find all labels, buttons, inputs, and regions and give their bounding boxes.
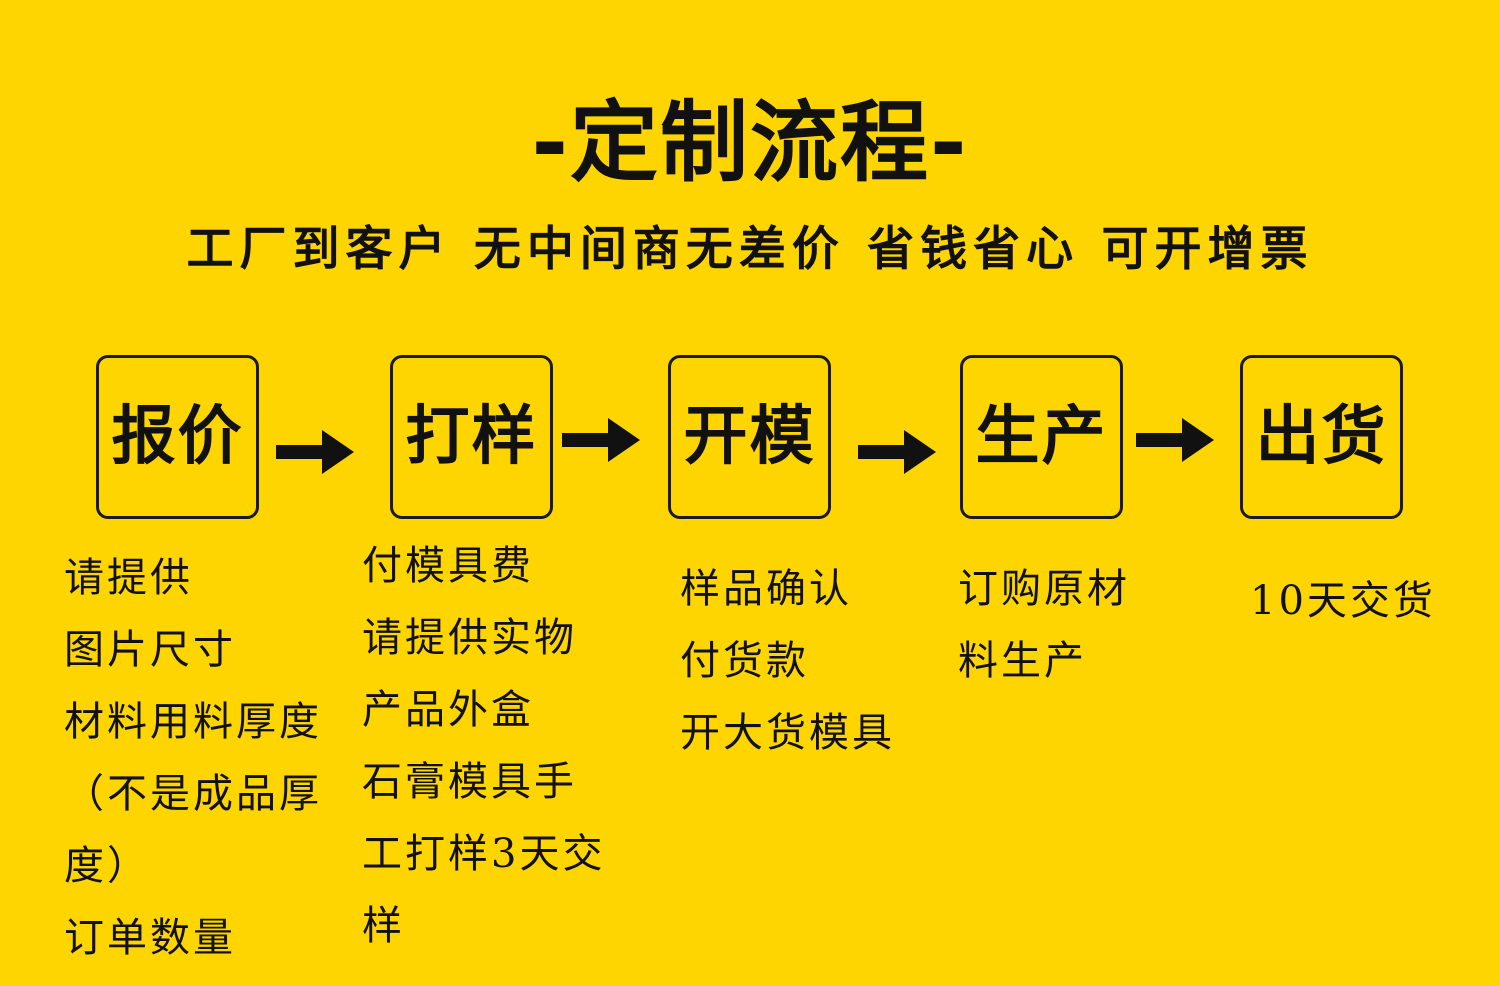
step-box-shipping: 出货 bbox=[1240, 355, 1403, 519]
step-details-sample: 付模具费 请提供实物 产品外盒 石膏模具手 工打样3天交 样 bbox=[362, 530, 605, 962]
detail-line: 请提供 bbox=[64, 555, 193, 601]
step-label: 出货 bbox=[1255, 399, 1388, 474]
detail-line: （不是成品厚 bbox=[64, 771, 322, 817]
step-label: 生产 bbox=[975, 399, 1108, 474]
detail-line: 工打样3天交 bbox=[362, 831, 606, 877]
step-details-production: 订购原材 料生产 bbox=[958, 553, 1130, 697]
detail-line: 样品确认 bbox=[680, 566, 852, 612]
step-label: 报价 bbox=[111, 399, 244, 474]
detail-line: 请提供实物 bbox=[362, 615, 577, 661]
detail-line: 10天交货 bbox=[1250, 578, 1436, 624]
step-box-production: 生产 bbox=[960, 355, 1123, 519]
step-box-mold: 开模 bbox=[668, 355, 831, 519]
detail-line: 石膏模具手 bbox=[362, 759, 577, 805]
step-details-shipping: 10天交货 bbox=[1250, 565, 1436, 637]
detail-line: 度） bbox=[64, 843, 150, 889]
detail-line: 开大货模具 bbox=[680, 710, 895, 756]
right-arrow-icon bbox=[1136, 418, 1214, 462]
page-subtitle: 工厂到客户 无中间商无差价 省钱省心 可开增票 bbox=[186, 222, 1314, 277]
detail-line: 料生产 bbox=[958, 638, 1087, 684]
detail-line: 样 bbox=[362, 903, 405, 949]
right-arrow-icon bbox=[858, 430, 936, 474]
step-box-sample: 打样 bbox=[390, 355, 553, 519]
step-label: 开模 bbox=[683, 399, 816, 474]
detail-line: 订单数量 bbox=[64, 915, 236, 961]
detail-line: 订购原材 bbox=[958, 566, 1130, 612]
right-arrow-icon bbox=[276, 430, 354, 474]
step-label: 打样 bbox=[405, 399, 538, 474]
detail-line: 图片尺寸 bbox=[64, 627, 236, 673]
page-title: -定制流程- bbox=[531, 91, 969, 194]
step-details-mold: 样品确认 付货款 开大货模具 bbox=[680, 553, 895, 769]
right-arrow-icon bbox=[562, 418, 640, 462]
step-box-quote: 报价 bbox=[96, 355, 259, 519]
detail-line: 产品外盒 bbox=[362, 687, 534, 733]
detail-line: 付模具费 bbox=[362, 543, 534, 589]
detail-line: 材料用料厚度 bbox=[64, 699, 322, 745]
detail-line: 付货款 bbox=[680, 638, 809, 684]
step-details-quote: 请提供 图片尺寸 材料用料厚度 （不是成品厚 度） 订单数量 bbox=[64, 542, 322, 974]
